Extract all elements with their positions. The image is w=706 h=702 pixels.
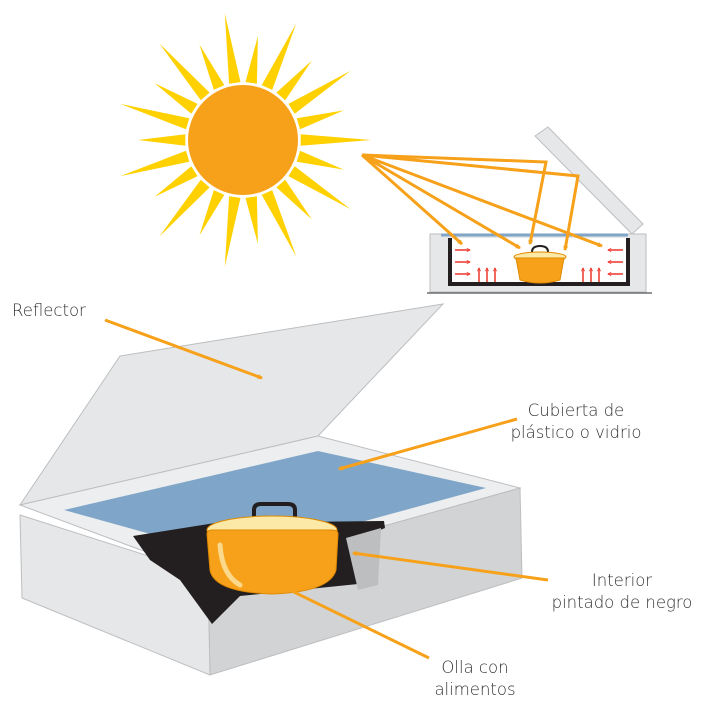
sun-ray [199, 190, 225, 236]
sun-ray [138, 134, 186, 146]
sun-ray [261, 190, 297, 257]
sun-ray [120, 103, 190, 130]
solar-box [18, 303, 523, 676]
leader-arrows [104, 318, 549, 660]
pot-leader [253, 570, 430, 660]
cross-section-interior [448, 238, 630, 286]
sun-ray [300, 134, 371, 146]
sun-ray-arrow [361, 153, 602, 248]
sun-ray [224, 196, 241, 267]
interior-wall [346, 528, 381, 590]
sun-core [188, 85, 298, 195]
cross-section-reflector [534, 126, 644, 235]
sun-ray [245, 36, 258, 84]
sun-ray [288, 166, 351, 210]
sun-ray [159, 179, 210, 237]
sun-ray [245, 196, 258, 244]
sun-ray-arrow [361, 153, 520, 250]
sun-ray [154, 166, 198, 197]
sun-ray [261, 23, 297, 90]
interior-label-line2: pintado de negro [551, 593, 693, 612]
sun-ray-arrows [361, 153, 602, 250]
pot-label-line2: alimentos [434, 680, 516, 699]
pot-icon [206, 502, 339, 595]
sun-ray [199, 44, 225, 90]
reflector-label-text: Reflector [12, 301, 86, 320]
cross-section-diagram [427, 126, 652, 294]
sun-ray [159, 43, 210, 101]
pot-label-line1: Olla con [441, 658, 509, 677]
sun-ray [120, 150, 190, 177]
heat-arrows [455, 250, 623, 282]
sun-ray-arrow [361, 153, 548, 244]
sun-ray [288, 70, 351, 114]
cover-leader [339, 417, 518, 471]
pot-label: Olla con alimentos [420, 657, 530, 701]
sun-icon [120, 13, 371, 267]
interior-label-line1: Interior [591, 571, 653, 590]
cover-label: Cubierta de plástico o vidrio [505, 400, 647, 444]
sun-ray [154, 83, 198, 114]
cover-label-line1: Cubierta de [527, 401, 625, 420]
reflector-leader [104, 318, 262, 380]
sun-ray [276, 60, 312, 101]
interior-leader [353, 553, 549, 582]
sun-rays [120, 13, 371, 267]
sun-ray-arrow [361, 153, 580, 250]
interior-label: Interior pintado de negro [548, 570, 696, 614]
reflector-label: Reflector [12, 300, 86, 322]
sun-ray [296, 110, 344, 130]
box-front-side [19, 514, 211, 676]
sun-ray-arrow [361, 153, 463, 246]
small-pot-icon [513, 244, 567, 284]
sun-ray [296, 150, 344, 170]
sun-ray [276, 179, 312, 220]
cover-label-line2: plástico o vidrio [510, 423, 642, 442]
sun-ray [224, 13, 241, 84]
